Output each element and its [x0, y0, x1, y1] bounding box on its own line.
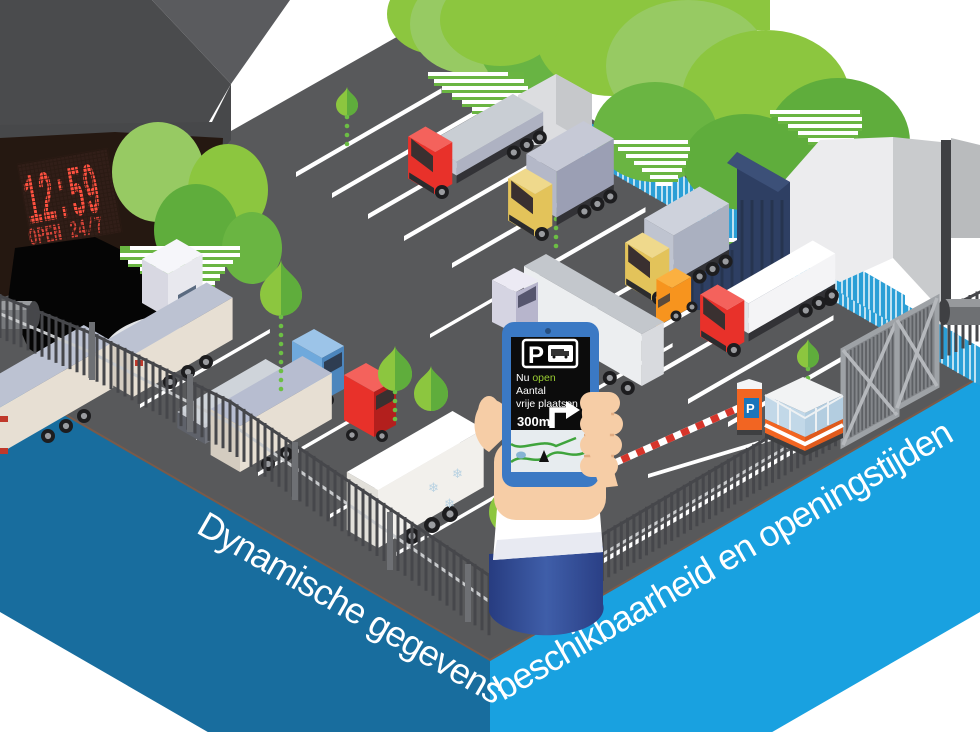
svg-text:P: P — [528, 342, 544, 369]
svg-text:❄: ❄ — [428, 480, 439, 495]
svg-text:Aantal: Aantal — [516, 385, 546, 397]
svg-text:Nu open: Nu open — [516, 372, 556, 384]
svg-text:❄: ❄ — [444, 496, 455, 511]
svg-text:P: P — [746, 401, 755, 416]
svg-text:300m: 300m — [517, 414, 550, 429]
svg-text:❄: ❄ — [452, 466, 463, 481]
